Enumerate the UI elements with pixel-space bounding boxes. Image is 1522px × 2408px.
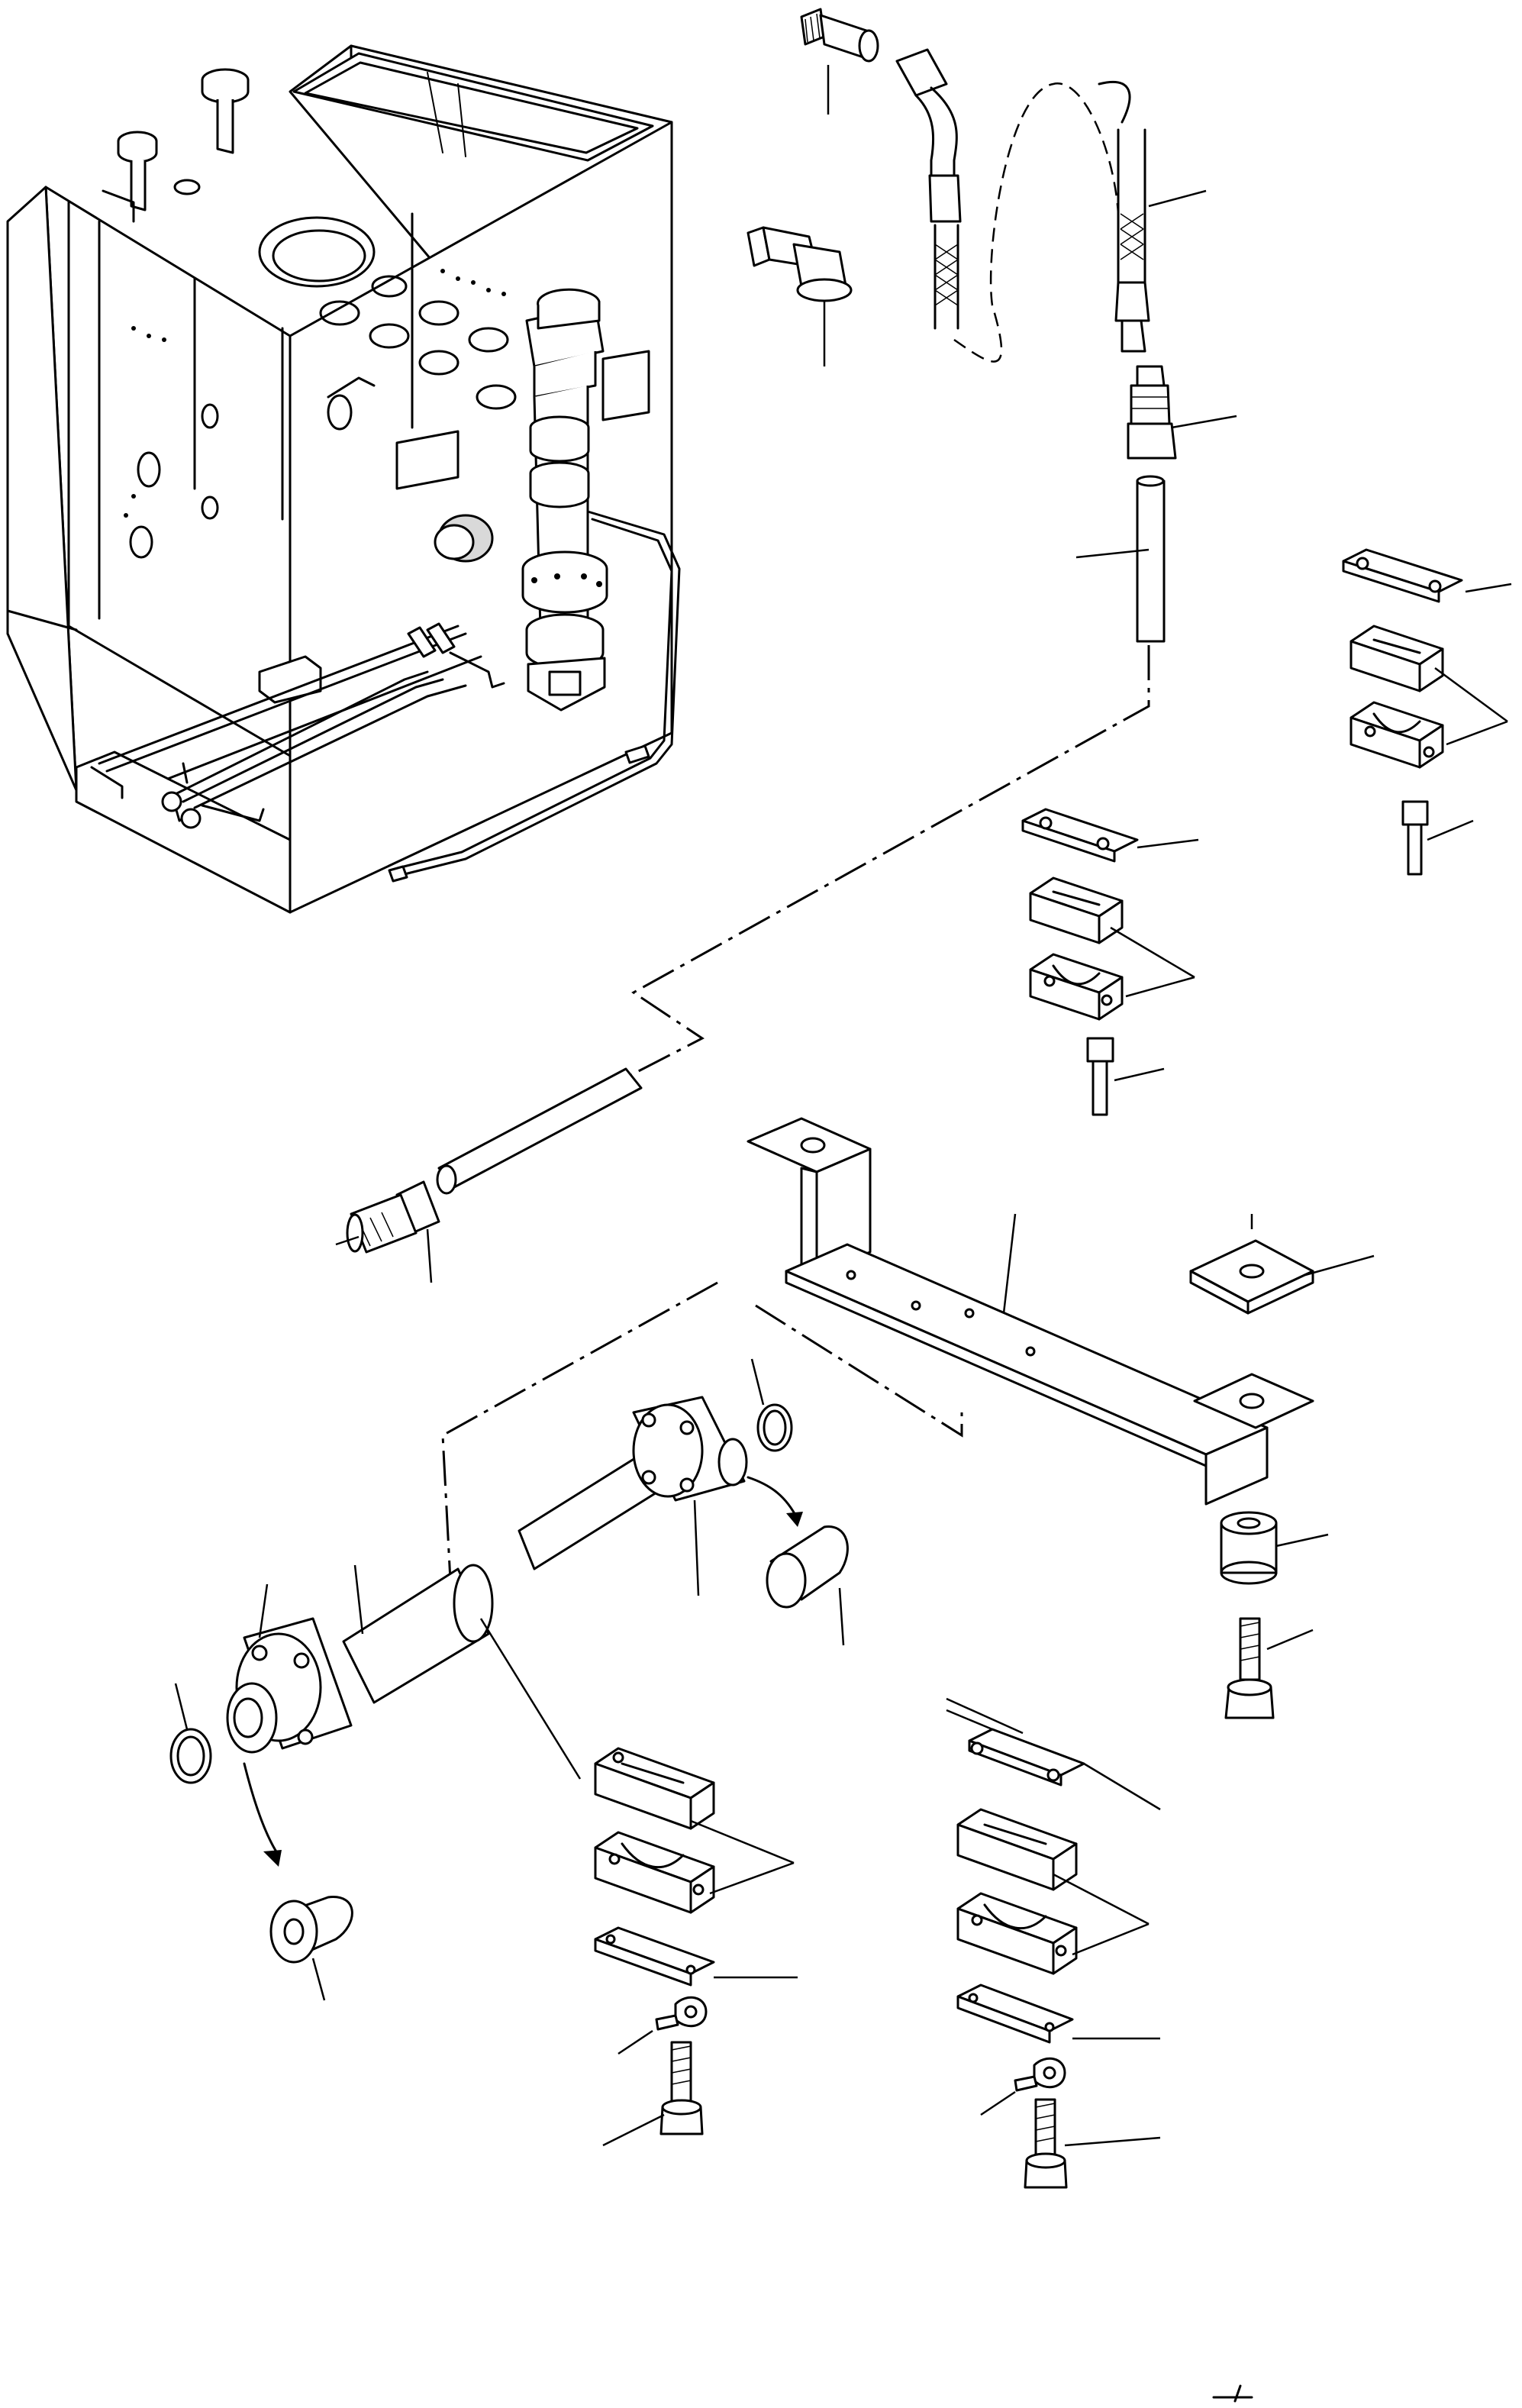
mounting-bracket [746,1117,1314,1506]
flanged-pipe-assembly [226,1396,748,1780]
protective-cap-left [243,1762,353,2001]
square-washer-plate [1189,1214,1375,1315]
o-ring-left [169,1683,212,1784]
spacer-sleeve [1220,1511,1329,1585]
pipe-clamp-set-lower-left [594,1747,798,2147]
pipe-clamp-set-lower-right [946,1697,1161,2189]
pipe-clamp-set-upper-right [1342,548,1512,876]
corner-mark [1212,2384,1253,2403]
hose-connector [1127,365,1237,460]
routing-line-bracket [755,1304,963,1438]
protective-cap-right [746,1476,849,1646]
panel-holes [124,269,506,518]
elbow-adapter [746,226,853,366]
rigid-pipe-lower [335,1067,643,1283]
rigid-pipe-upper [1075,475,1166,643]
hydraulic-tank-assembly [6,44,681,914]
o-ring-right [750,1358,793,1452]
hex-bolt [1224,1617,1314,1719]
straight-adapter [800,8,879,115]
pipe-clamp-set-middle [1021,808,1199,1116]
flexible-hose [895,48,1207,363]
routing-line-lower [441,1281,718,1581]
